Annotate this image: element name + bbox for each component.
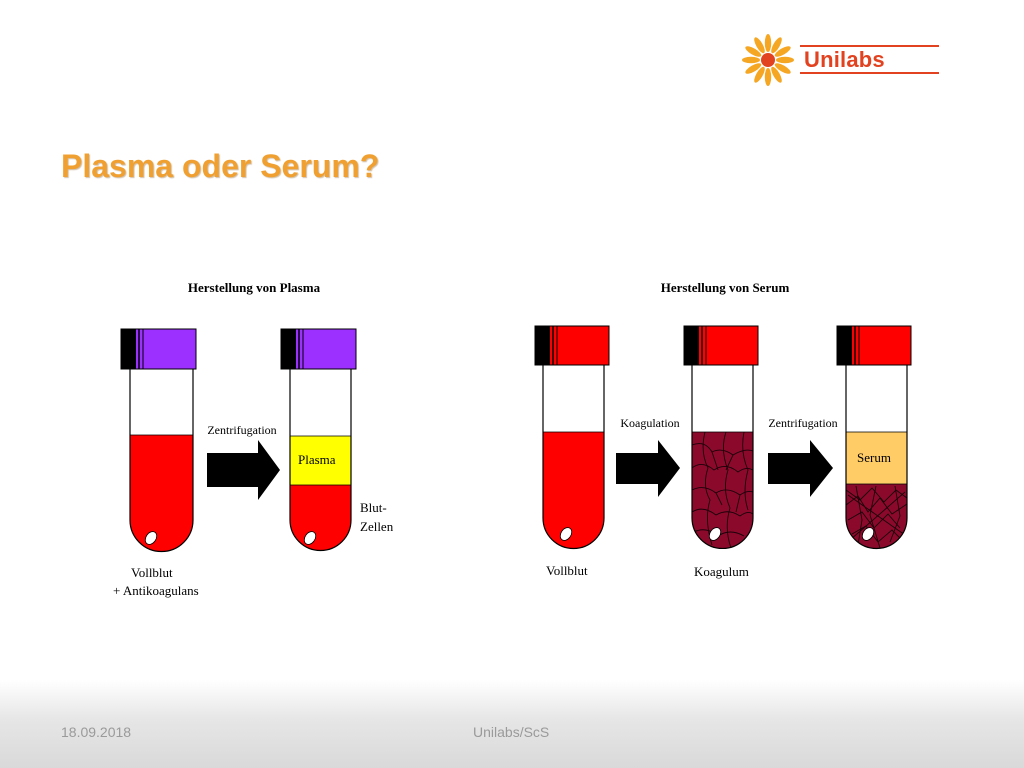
logo-line-top [800,45,939,47]
tube-plasma [280,328,357,552]
arrow-right-icon [768,440,833,497]
tube-vollblut [534,325,610,550]
serum-heading: Herstellung von Serum [661,280,790,295]
arrow-right-icon [207,440,280,500]
unilabs-logo [742,34,794,86]
arrow-right-icon [616,440,680,497]
logo-text: Unilabs [804,47,885,72]
label-serum: Serum [857,450,891,465]
footer-background [0,680,1024,768]
footer-date: 18.09.2018 [61,724,132,740]
tube-serum [836,325,912,550]
page-title: Plasma oder Serum? [61,148,380,184]
tube-vollblut-antikoagulans [120,328,197,553]
plasma-heading: Herstellung von Plasma [188,280,321,295]
label-blut: Blut- [360,500,387,515]
label-koagulum: Koagulum [694,564,749,579]
footer-center: Unilabs/ScS [473,724,550,740]
label-vollblut-1: Vollblut [131,565,173,580]
arrow-label-zentrifugation-2: Zentrifugation [768,416,837,430]
tube-koagulum [683,325,759,550]
clot-fill [692,432,753,549]
serum-layer [846,432,907,484]
label-antikoagulans: + Antikoagulans [113,583,199,598]
whole-blood-fill [130,435,193,552]
label-plasma: Plasma [298,452,336,467]
label-zellen: Zellen [360,519,394,534]
logo-line-bottom [800,72,939,74]
blood-cells-layer [290,485,351,551]
sun-logo-icon [742,34,794,86]
arrow-label-koagulation: Koagulation [620,416,679,430]
arrow-label-zentrifugation-1: Zentrifugation [207,423,276,437]
whole-blood-fill [543,432,604,549]
plasma-layer [290,436,351,485]
label-vollblut-2: Vollblut [546,563,588,578]
